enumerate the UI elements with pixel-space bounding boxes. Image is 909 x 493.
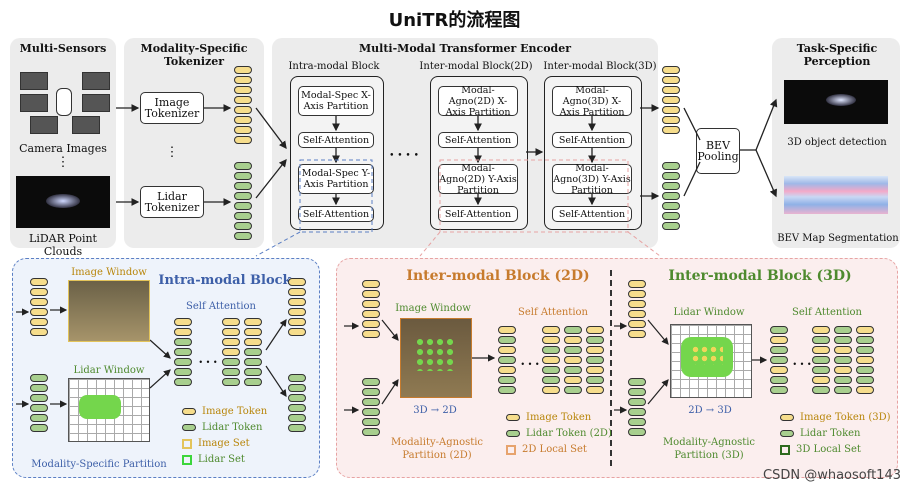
inter2d-block-title: Inter-modal Block(2D) [419, 61, 533, 72]
detection-output-label: 3D object detection [787, 137, 887, 148]
lidar-tokenizer-box: Lidar Tokenizer [140, 186, 204, 218]
intra-attention-stack-c [244, 318, 262, 386]
inter3d-transform-label: 2D → 3D [688, 405, 732, 416]
inter3d-self-attention-1: Self-Attention [552, 132, 632, 148]
camera-images-thumbnails [20, 72, 110, 134]
inter2d-self-attention-label: Self Attention [518, 307, 588, 318]
car-icon [56, 88, 72, 116]
inter2d-attention-stack-b [542, 326, 560, 394]
inter2d-self-attention-1: Self-Attention [438, 132, 518, 148]
lidar-point-clouds-label: LiDAR Point Clouds [29, 232, 97, 258]
intra-image-window [68, 280, 150, 342]
inter2d-y-partition: Modal-Agno(2D) Y-Axis Partition [438, 162, 518, 196]
intra-self-attention-1: Self-Attention [298, 132, 374, 148]
inter2d-attention-stack-a [498, 326, 516, 394]
inter3d-legend-local-set: 3D Local Set [780, 444, 861, 455]
bev-pooling-box: BEV Pooling [696, 128, 740, 174]
intra-input-lidar-stack [30, 374, 48, 432]
inter3d-legend-image-token: Image Token (3D) [780, 412, 891, 423]
inter2d-legend-image-token: Image Token [506, 412, 591, 423]
intra-self-attention-label: Self Attention [186, 301, 256, 312]
inter3d-block-title: Inter-modal Block(3D) [543, 61, 657, 72]
inter2d-attention-stack-c [564, 326, 582, 394]
intra-detail-panel [12, 258, 320, 478]
intra-input-image-stack [30, 278, 48, 336]
inter3d-input-image-stack [628, 280, 646, 338]
inter3d-y-partition: Modal-Agno(3D) Y-Axis Partition [552, 162, 632, 196]
intra-output-image-stack [288, 278, 306, 336]
inter3d-detail-title: Inter-modal Block (3D) [668, 268, 852, 284]
inter2d-x-partition: Modal-Agno(2D) X-Axis Partition [438, 85, 518, 118]
segmentation-output-image [784, 176, 888, 214]
inter2d-input-lidar-stack [362, 378, 380, 436]
inter2d-legend-local-set: 2D Local Set [506, 444, 587, 455]
intra-legend-image-set: Image Set [182, 438, 250, 449]
inter3d-lidar-window-label: Lidar Window [673, 307, 745, 318]
detection-output-image [784, 80, 888, 124]
inter3d-partition-label: Modality-Agnostic Partition (3D) [662, 437, 756, 461]
segmentation-output-label: BEV Map Segmentation [777, 233, 899, 244]
inter2d-partition-label: Modality-Agnostic Partition (2D) [390, 437, 484, 461]
inter3d-x-partition: Modal-Agno(3D) X-Axis Partition [552, 85, 632, 118]
inter2d-attention-stack-d [586, 326, 604, 394]
lidar-point-cloud-image [16, 176, 110, 228]
tokenizer-heading: Modality-Specific Tokenizer [140, 42, 248, 68]
lidar-token-stack [234, 162, 252, 240]
inter3d-attention-stack-c [834, 326, 852, 394]
inter2d-input-image-stack [362, 280, 380, 338]
inter2d-attention-ellipsis: • • • [520, 360, 540, 369]
image-token-stack [234, 66, 252, 144]
intra-block-title: Intra-modal Block [288, 61, 380, 72]
inter3d-self-attention-label: Self Attention [792, 307, 862, 318]
intra-detail-title: Intra-modal Block [158, 273, 292, 288]
page-title: UniTR的流程图 [388, 10, 521, 31]
encoder-lidar-token-stack [662, 162, 680, 230]
image-tokenizer-box: Image Tokenizer [140, 92, 204, 124]
encoder-image-token-stack [662, 66, 680, 134]
intra-lidar-window [68, 378, 150, 442]
inputs-ellipsis: ⋮ [56, 155, 70, 170]
inter2d-legend-lidar-token: Lidar Token (2D) [506, 428, 612, 439]
intra-attention-stack-a [174, 318, 192, 386]
intra-attention-ellipsis: • • • [198, 358, 218, 367]
inter2d-image-window-label: Image Window [395, 303, 471, 314]
inter2d-detail-title: Inter-modal Block (2D) [406, 268, 590, 284]
intra-partition-label: Modality-Specific Partition [31, 459, 167, 470]
watermark: CSDN @whaosoft143 [763, 468, 901, 483]
inter3d-attention-stack-a [770, 326, 788, 394]
multi-sensors-heading: Multi-Sensors [19, 42, 107, 55]
inter2d-transform-label: 3D → 2D [413, 405, 457, 416]
intra-lidar-window-label: Lidar Window [73, 365, 145, 376]
intra-legend-lidar-token: Lidar Token [182, 422, 263, 433]
perception-heading: Task-Specific Perception [796, 42, 878, 68]
inter3d-attention-ellipsis: • • • [792, 360, 812, 369]
tokenizers-ellipsis: ⋮ [165, 145, 179, 160]
intra-legend-lidar-set: Lidar Set [182, 454, 245, 465]
inter2d-image-window [400, 318, 472, 398]
intra-y-partition: Modal-Spec Y-Axis Partition [298, 164, 374, 194]
inter2d-self-attention-2: Self-Attention [438, 206, 518, 222]
inter3d-attention-stack-d [856, 326, 874, 394]
inter3d-lidar-window [670, 324, 752, 398]
intra-image-window-label: Image Window [71, 267, 147, 278]
inter3d-attention-stack-b [812, 326, 830, 394]
encoder-ellipsis: • • • • [389, 151, 419, 161]
inter3d-input-lidar-stack [628, 378, 646, 436]
inter-divider [610, 270, 612, 466]
intra-x-partition: Modal-Spec X-Axis Partition [298, 86, 374, 116]
inter3d-legend-lidar-token: Lidar Token [780, 428, 861, 439]
camera-images-label: Camera Images [19, 142, 107, 155]
encoder-heading: Multi-Modal Transformer Encoder [358, 42, 572, 55]
intra-attention-stack-b [222, 318, 240, 386]
inter3d-self-attention-2: Self-Attention [552, 206, 632, 222]
intra-self-attention-2: Self-Attention [298, 206, 374, 222]
intra-output-lidar-stack [288, 374, 306, 432]
intra-legend-image-token: Image Token [182, 406, 267, 417]
